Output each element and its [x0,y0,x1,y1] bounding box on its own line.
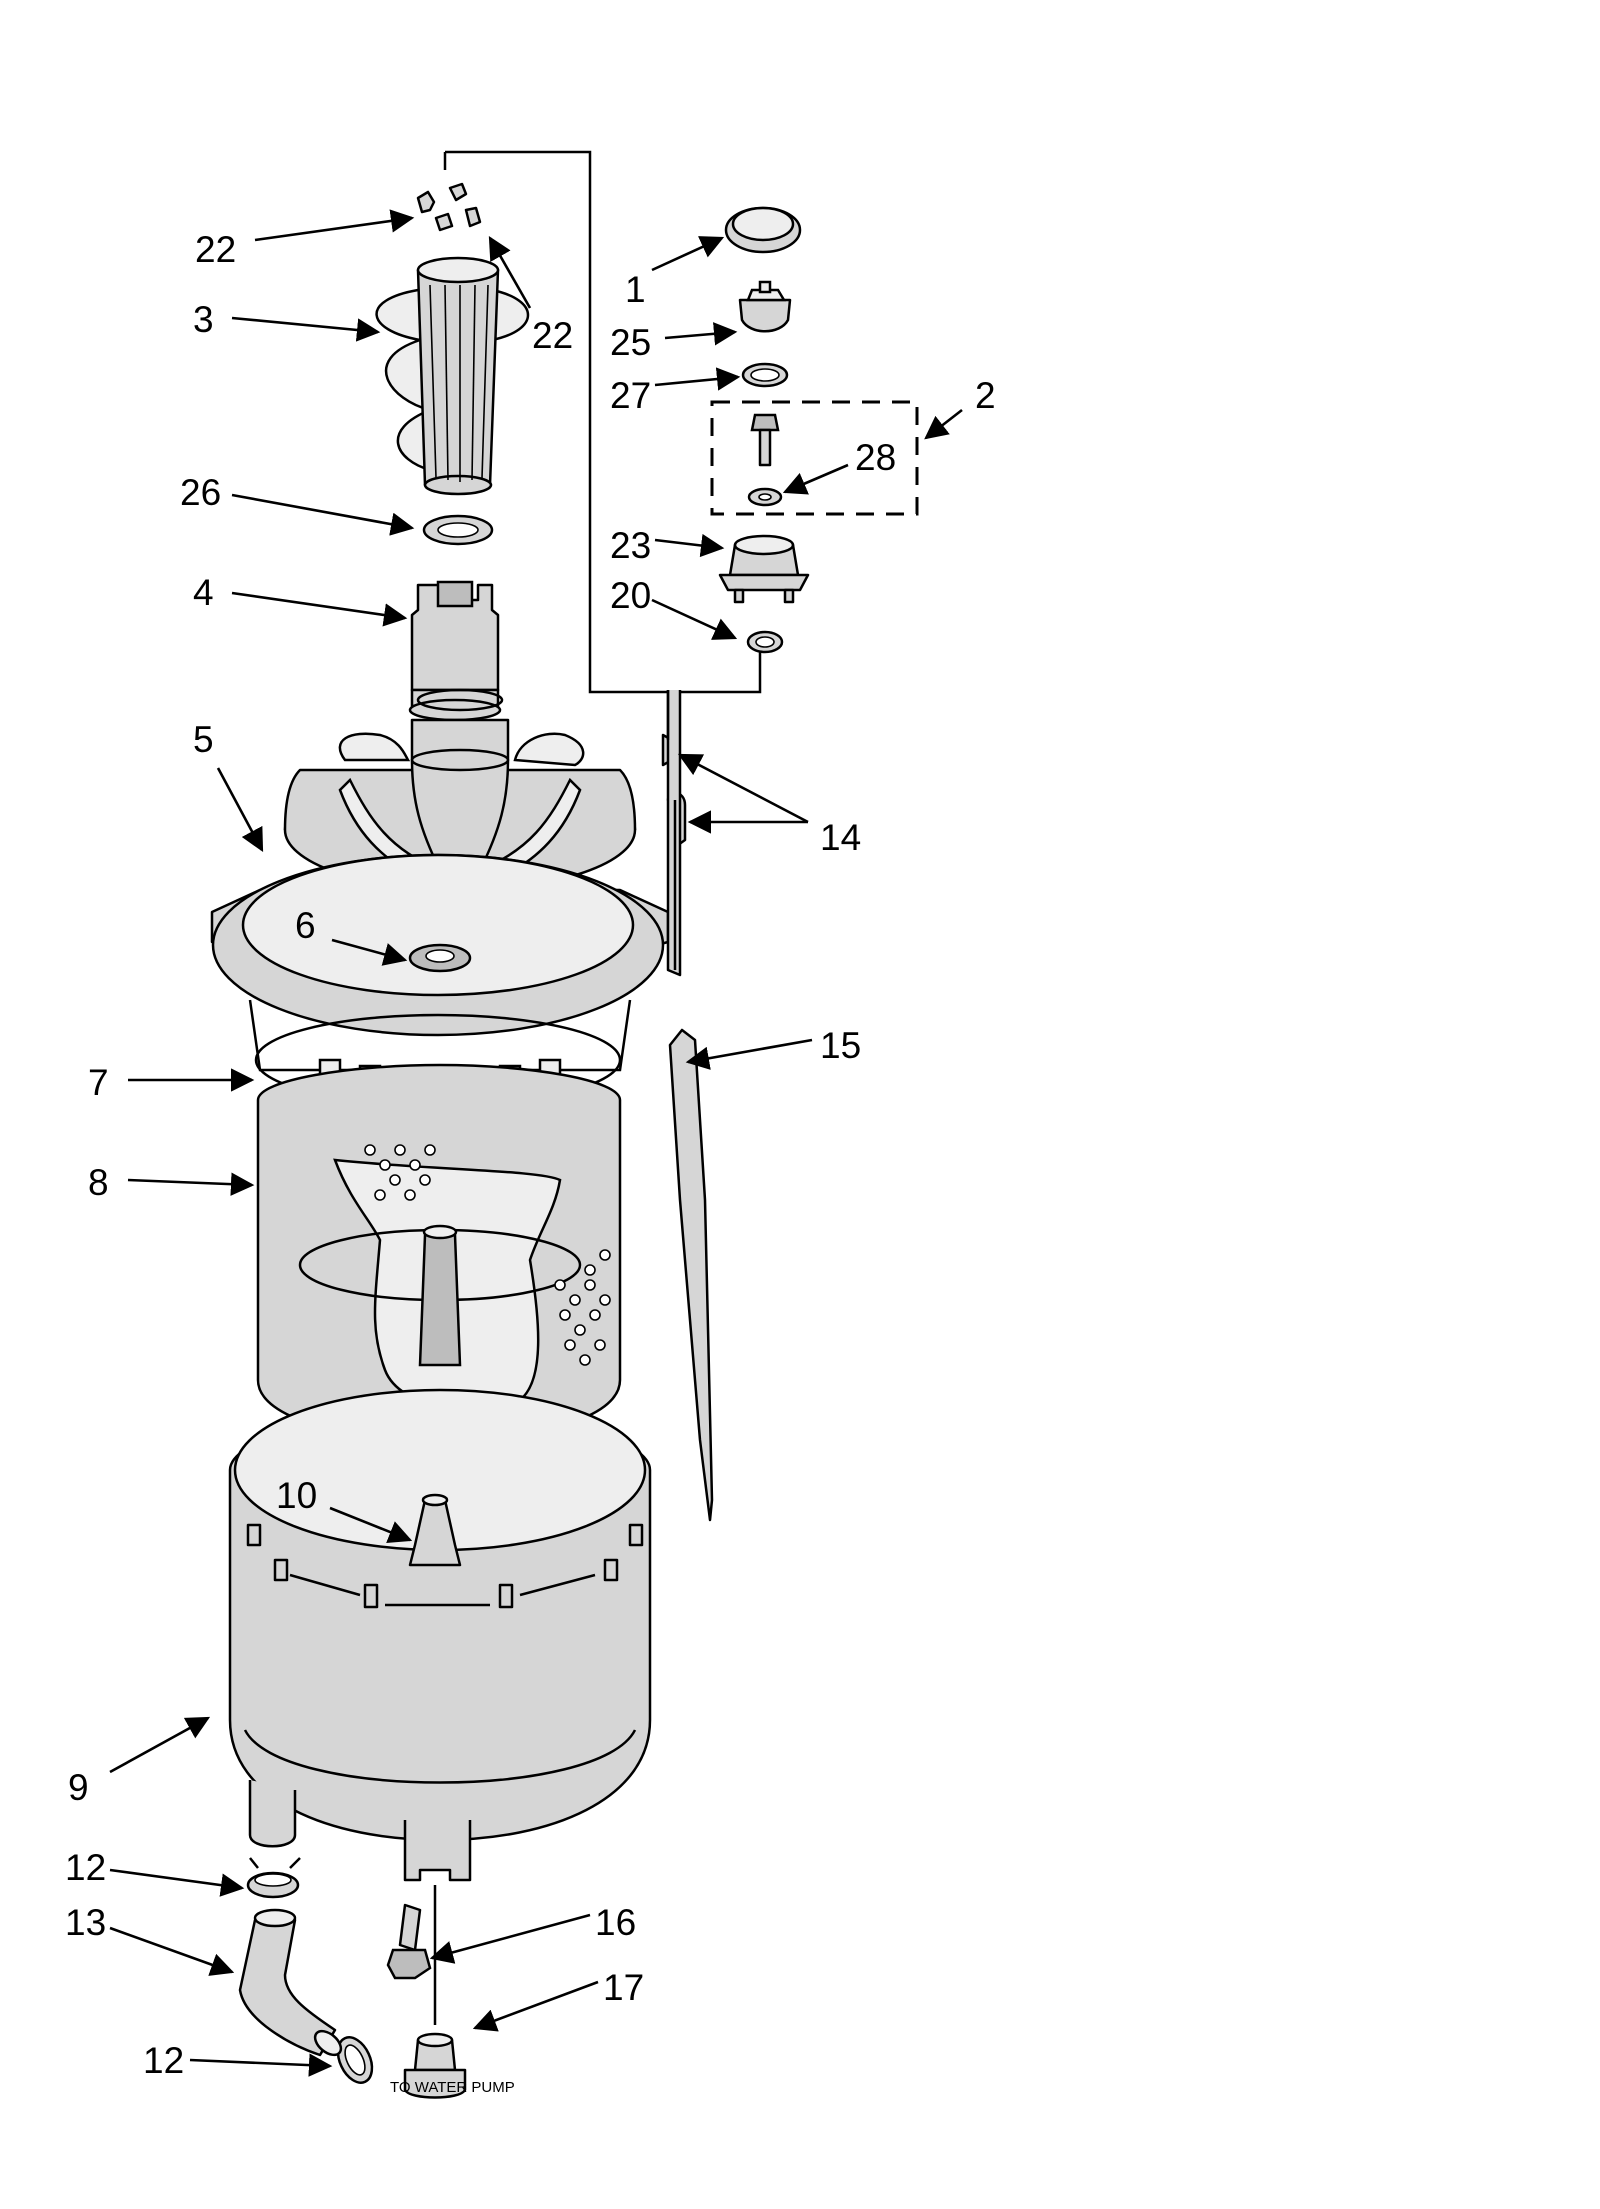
leader-10 [329,1506,413,1544]
callout-22a: 22 [195,229,236,270]
leader-22b [488,235,532,309]
part-12-clamp-lower [336,2036,374,2084]
leader-lines [109,209,963,2077]
part-6-nut [408,943,472,973]
leader-17 [472,1980,599,2032]
leader-25 [664,322,738,346]
callout-1: 1 [625,269,646,310]
part-12-clamp-upper [246,1857,301,1899]
callout-9: 9 [68,1767,89,1808]
part-8-basket [256,1063,622,1442]
part-4-drive-block [408,580,502,722]
tub-drain-outlet [248,1780,472,1882]
leader-2 [924,408,963,440]
callout-14: 14 [820,817,861,858]
leader-22a [254,209,415,242]
leader-5 [216,767,264,853]
leader-16 [429,1913,591,1964]
callout-6: 6 [295,905,316,946]
leader-3 [231,316,381,342]
callout-12a: 12 [65,1847,106,1888]
leader-26 [231,493,415,536]
part-25-cam [738,280,792,333]
part-15-strap [668,1028,714,1522]
callout-16: 16 [595,1902,636,1943]
leader-6 [331,938,408,966]
callout-10: 10 [276,1475,317,1516]
basket-perforations [364,1144,611,1366]
callout-12b: 12 [143,2040,184,2081]
callout-23: 23 [610,525,651,566]
leader-20 [651,598,738,640]
callout-7: 7 [88,1062,109,1103]
to-water-pump-label: TO WATER PUMP [390,2079,515,2096]
callout-15: 15 [820,1025,861,1066]
callout-8: 8 [88,1162,109,1203]
part-28-bolt [750,413,780,467]
leader-15 [685,1038,813,1070]
part-3-auger [375,256,530,496]
part-14-clips [661,690,687,977]
leader-9 [109,1716,211,1774]
leader-13 [109,1926,235,1976]
callout-28: 28 [855,437,896,478]
callout-3: 3 [193,299,214,340]
leader-12b [189,2053,333,2077]
leader-8 [127,1172,255,1196]
kit-2-dashed-box [710,400,919,516]
callout-13: 13 [65,1902,106,1943]
part-13-hose [238,1908,343,2057]
part-20-seal [746,630,784,654]
leader-12a [109,1868,245,1897]
part-27-ring [741,362,789,388]
part-22-clips [416,182,482,232]
callout-2: 2 [975,375,996,416]
part-1-cap [724,206,802,254]
part-23-hub [718,534,810,604]
callout-4: 4 [193,572,214,613]
callout-27: 27 [610,375,651,416]
leader-1 [651,236,725,272]
callout-17: 17 [603,1967,644,2008]
part-26-ring [422,514,494,546]
callout-20: 20 [610,575,651,616]
leader-4 [231,591,408,627]
part-16-screw [386,1903,432,1980]
part-10-nozzle [408,1493,462,1567]
callout-22b: 22 [532,315,573,356]
leader-14a [677,753,809,824]
part-9-outer-tub [228,1388,652,1842]
part-28-washer [747,487,783,507]
callout-5: 5 [193,719,214,760]
callout-25: 25 [610,322,651,363]
assembly-bracket [443,150,762,694]
leader-23 [654,533,725,558]
leader-27 [654,367,741,391]
callout-labels: 22 22 3 26 4 5 6 7 8 10 9 12 13 12 16 17… [65,229,996,2096]
callout-26: 26 [180,472,221,513]
leader-28 [782,463,849,495]
